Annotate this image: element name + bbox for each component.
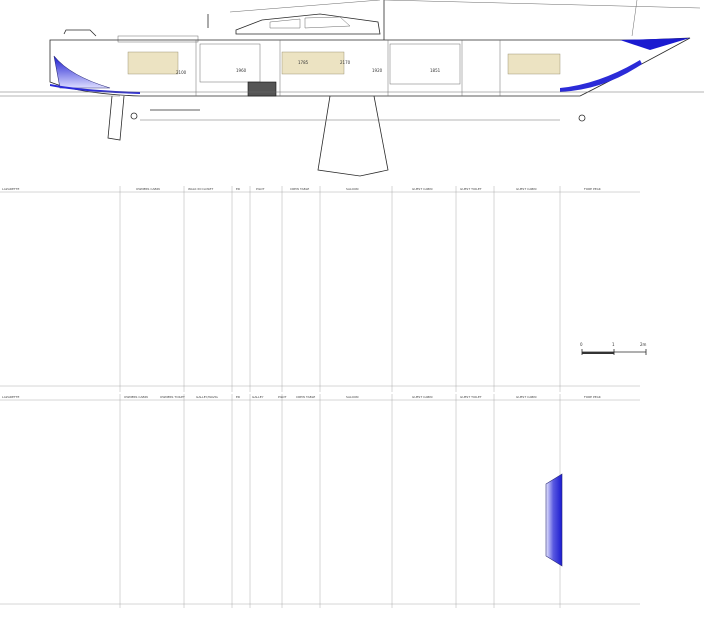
dimension-label: 1920 — [372, 68, 383, 73]
bow-blue-accent — [620, 38, 690, 50]
zone-label: GALLEY — [252, 395, 264, 399]
scale-tick: 2m — [640, 342, 647, 347]
profile-forward-cabin — [507, 53, 561, 75]
zone-label: GUEST CABIN — [412, 395, 432, 399]
rudder — [107, 95, 125, 141]
backstay — [229, 0, 381, 13]
side-profile: 2100 1960 1785 2170 1920 1851 — [0, 0, 704, 177]
plan-b-fore-berth — [545, 473, 563, 567]
zone-label: OWNERS CABIN — [124, 395, 148, 399]
stern-blue-accent — [53, 55, 111, 89]
zone-label: PILOT — [256, 187, 265, 191]
zone-label: OWNERS TOILET — [160, 395, 185, 399]
bow-waterline-accent — [560, 60, 642, 92]
profile-owners-area — [199, 43, 261, 83]
zone-label: FORE PEAK — [584, 187, 602, 191]
profile-guest-cabin — [389, 43, 461, 85]
zone-label: PILOT — [278, 395, 287, 399]
scale-bar: 0 1 2m — [580, 342, 647, 355]
zone-label: GUEST TOILET — [460, 187, 482, 191]
zone-label: GUEST TOILET — [460, 395, 482, 399]
deck-plan-a: LAZARETTE OWNERS CABIN WALK IN CLOSET ER… — [0, 186, 640, 392]
keel — [317, 95, 389, 177]
profile-saloon — [281, 51, 345, 75]
scale-tick: 0 — [580, 342, 583, 347]
dimension-label: 2100 — [176, 70, 187, 75]
zone-label: ER — [236, 395, 240, 399]
engine — [247, 81, 277, 97]
zone-label: GALLEY/NAVIG — [196, 395, 219, 399]
station-grid — [0, 394, 640, 608]
zone-label: GUEST CABIN — [516, 395, 536, 399]
zone-label: OWNERS CABIN — [136, 187, 160, 191]
zone-label: CREW TABLE — [290, 187, 309, 191]
stern-rail — [63, 29, 97, 37]
dimension-label: 1960 — [236, 68, 247, 73]
zone-label: LAZARETTE — [2, 395, 19, 399]
zone-label: WALK IN CLOSET — [188, 187, 213, 191]
zone-label: LAZARETTE — [2, 187, 19, 191]
zone-label: ER — [236, 187, 240, 191]
profile-aft-cabin — [127, 51, 179, 75]
zone-label: SALOON — [346, 395, 359, 399]
stern-waterline-accent — [50, 84, 140, 94]
cockpit-coaming — [117, 35, 199, 43]
bow-thruster-icon — [578, 114, 586, 122]
deckhouse — [235, 13, 381, 35]
forward-rigging — [631, 0, 638, 37]
dimension-label: 2170 — [340, 60, 351, 65]
forestay — [383, 0, 701, 9]
dimension-label: 1851 — [430, 68, 441, 73]
scale-tick: 1 — [612, 342, 615, 347]
station-grid — [0, 186, 640, 392]
zone-label: GUEST CABIN — [516, 187, 536, 191]
dimension-label: 1785 — [298, 60, 309, 65]
zone-label: GUEST CABIN — [412, 187, 432, 191]
zone-label: FORE PEAK — [584, 395, 602, 399]
zone-label: SALOON — [346, 187, 359, 191]
deckhouse-windows — [269, 16, 351, 29]
zone-label: CREW TABLE — [296, 395, 315, 399]
propeller-icon — [130, 112, 138, 120]
deck-plan-b: LAZARETTE OWNERS CABIN OWNERS TOILET GAL… — [0, 394, 640, 608]
